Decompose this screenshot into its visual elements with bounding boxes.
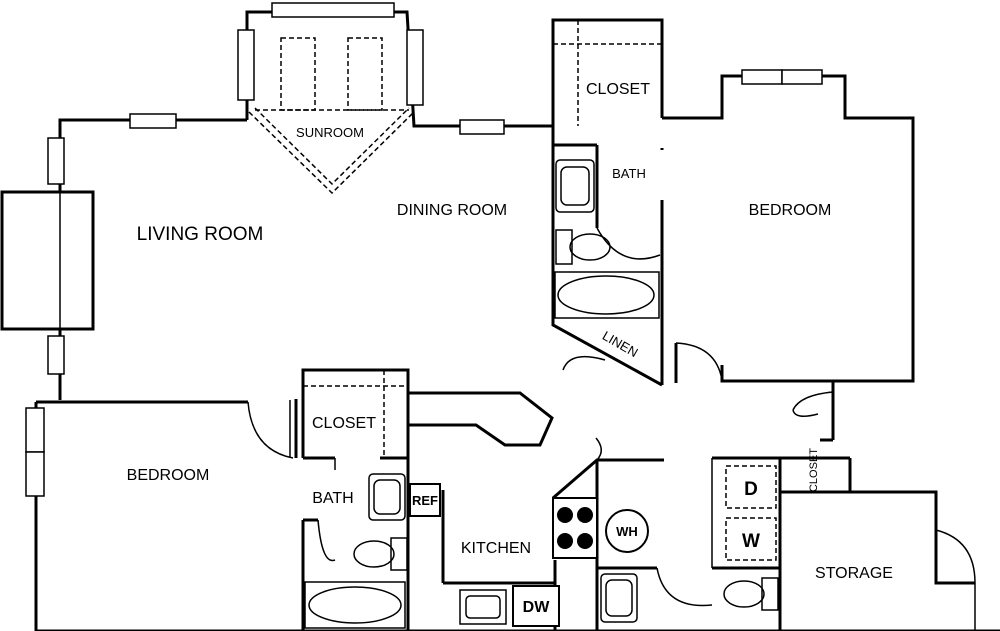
closet-top-label: CLOSET [586,81,650,98]
sunroom-label: SUNROOM [296,125,364,140]
windows [0,2,823,497]
storage-label: STORAGE [815,565,893,582]
kitchen-label: KITCHEN [461,540,531,557]
washer-label: W [742,531,760,552]
burner-icon [557,533,573,549]
water-heater-circle [605,509,649,553]
dining-room-label: DINING ROOM [397,202,507,219]
dishwasher-label: DW [523,599,551,616]
stove-box [552,497,598,559]
closet-small-label: CLOSET [808,448,820,492]
door-swings [247,200,976,631]
bedroom-left-label: BEDROOM [127,467,210,484]
closet-dashes [303,20,777,561]
room-labels: LIVING ROOM SUNROOM DINING ROOM CLOSET B… [127,81,893,582]
dryer-label: D [744,479,758,500]
bath-top-label: BATH [612,166,646,181]
refrigerator-label: REF [412,493,438,508]
dishwasher-box [512,585,560,627]
bedroom-right-label: BEDROOM [749,202,832,219]
burner-icon [557,507,573,523]
sunroom-outline [248,37,415,195]
living-room-label: LIVING ROOM [137,224,264,245]
burner-icon [577,533,593,549]
fixture-labels: REF WH DW D W [412,479,760,616]
closet-left-label: CLOSET [312,415,376,432]
burner-icon [577,507,593,523]
walls [34,10,1000,631]
bath-left-label: BATH [312,490,353,507]
refrigerator-box [409,483,441,517]
water-heater-label: WH [616,524,638,539]
fixtures [304,159,779,629]
